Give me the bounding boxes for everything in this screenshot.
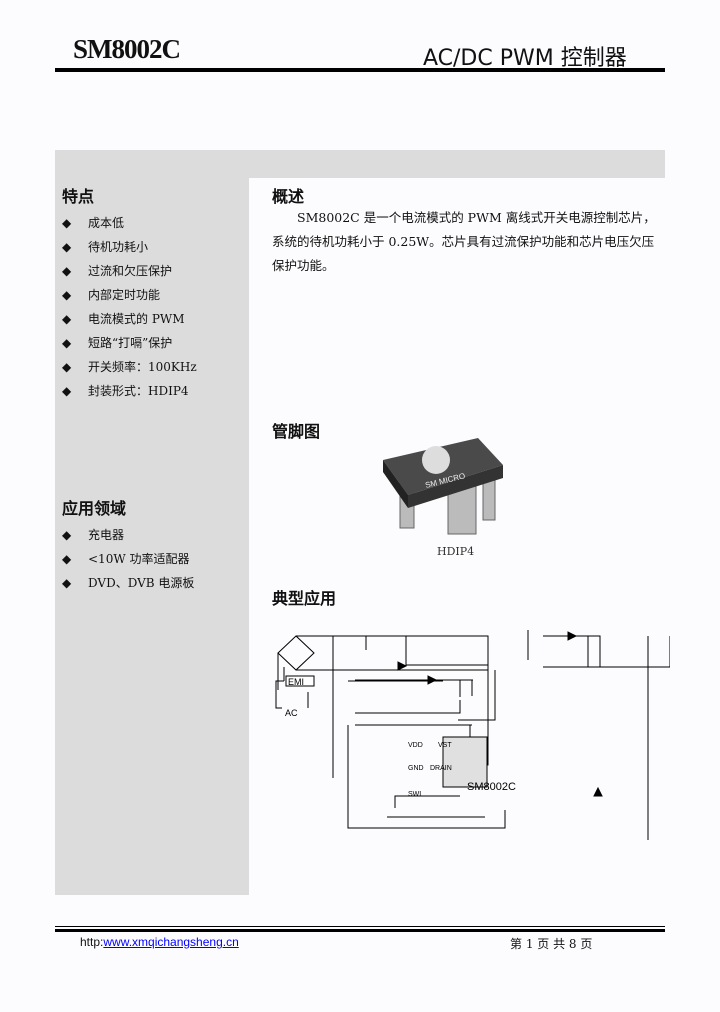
package-label: HDIP4	[437, 545, 475, 558]
diamond-bullet-icon: ◆	[62, 384, 72, 398]
diamond-bullet-icon: ◆	[62, 528, 72, 542]
item-text: 短路“打嗝”保护	[88, 336, 173, 350]
diamond-bullet-icon: ◆	[62, 552, 72, 566]
list-item: ◆ DVD、DVB 电源板	[62, 571, 194, 595]
item-text: DVD、DVB 电源板	[88, 576, 195, 590]
chip-logo	[422, 446, 450, 474]
item-text: 待机功耗小	[88, 240, 149, 254]
diamond-bullet-icon: ◆	[62, 312, 72, 326]
document-title: AC/DC PWM 控制器	[423, 46, 627, 71]
list-item: ◆ 成本低	[62, 211, 197, 235]
diamond-bullet-icon: ◆	[62, 216, 72, 230]
chip-body-side	[383, 460, 408, 508]
schematic-wires	[275, 630, 670, 840]
page-number: 第 1 页 共 8 页	[510, 937, 593, 951]
emi-label: EMI	[288, 677, 304, 687]
list-item: ◆ 开关频率：100KHz	[62, 355, 197, 379]
item-text: <10W 功率适配器	[88, 552, 190, 566]
emi-filter-box	[285, 675, 315, 687]
diamond-bullet-icon: ◆	[62, 288, 72, 302]
chip-body-front	[408, 465, 503, 508]
footer-divider-thin	[55, 926, 665, 927]
list-item: ◆ 过流和欠压保护	[62, 259, 197, 283]
item-text: 内部定时功能	[88, 288, 161, 302]
list-item: ◆ <10W 功率适配器	[62, 547, 194, 571]
schematic-diodes	[397, 631, 603, 797]
list-item: ◆ 充电器	[62, 523, 194, 547]
list-item: ◆ 短路“打嗝”保护	[62, 331, 197, 355]
diamond-bullet-icon: ◆	[62, 576, 72, 590]
list-item: ◆ 电流模式的 PWM	[62, 307, 197, 331]
diamond-bullet-icon: ◆	[62, 264, 72, 278]
typical-application-heading: 典型应用	[272, 589, 337, 608]
model-title: SM8002C	[73, 34, 181, 64]
features-heading: 特点	[62, 187, 95, 206]
vst-pin-label: VST	[438, 742, 452, 749]
application-schematic: EMI AC VDD GND DRAIN VST SWI SM8002C	[275, 630, 670, 840]
overview-heading: 概述	[272, 187, 305, 206]
diamond-bullet-icon: ◆	[62, 240, 72, 254]
applications-section: 应用领域 ◆ 充电器 ◆ <10W 功率适配器 ◆ DVD、DVB 电源板	[62, 495, 194, 595]
list-item: ◆ 封装形式：HDIP4	[62, 379, 197, 403]
features-section: 特点 ◆ 成本低 ◆ 待机功耗小 ◆ 过流和欠压保护 ◆ 内部定时功能 ◆ 电流模式的 PWM ◆ 短…	[62, 183, 197, 403]
diamond-bullet-icon: ◆	[62, 360, 72, 374]
gray-banner	[55, 150, 665, 178]
list-item: ◆ 内部定时功能	[62, 283, 197, 307]
diamond-bullet-icon: ◆	[62, 336, 72, 350]
chip-name-label: SM8002C	[467, 781, 516, 793]
left-column	[55, 178, 249, 895]
header-divider	[55, 68, 665, 72]
item-text: 过流和欠压保护	[88, 264, 173, 278]
item-text: 封装形式：HDIP4	[88, 384, 189, 398]
sm8002c-ic	[442, 736, 488, 788]
item-text: 充电器	[88, 528, 125, 542]
footer-divider-thick	[55, 929, 665, 932]
ac-label: AC	[285, 708, 298, 718]
drain-pin-label: DRAIN	[430, 765, 452, 772]
swi-pin-label: SWI	[408, 791, 421, 798]
chip-package-image: SM MICRO	[383, 438, 503, 535]
overview-text: SM8002C 是一个电流模式的 PWM 离线式开关电源控制芯片，系统的待机功耗…	[272, 210, 656, 273]
item-text: 电流模式的 PWM	[88, 312, 185, 326]
item-text: 开关频率：100KHz	[88, 360, 197, 374]
pin-diagram-heading: 管脚图	[272, 422, 321, 441]
list-item: ◆ 待机功耗小	[62, 235, 197, 259]
website-link[interactable]: www.xmqichangsheng.cn	[103, 935, 239, 949]
applications-heading: 应用领域	[62, 499, 127, 518]
url-prefix: http:	[80, 935, 104, 949]
footer-url: http:www.xmqichangsheng.cn	[80, 935, 239, 949]
vdd-pin-label: VDD	[408, 742, 423, 749]
gnd-pin-label: GND	[408, 765, 424, 772]
item-text: 成本低	[88, 216, 125, 230]
